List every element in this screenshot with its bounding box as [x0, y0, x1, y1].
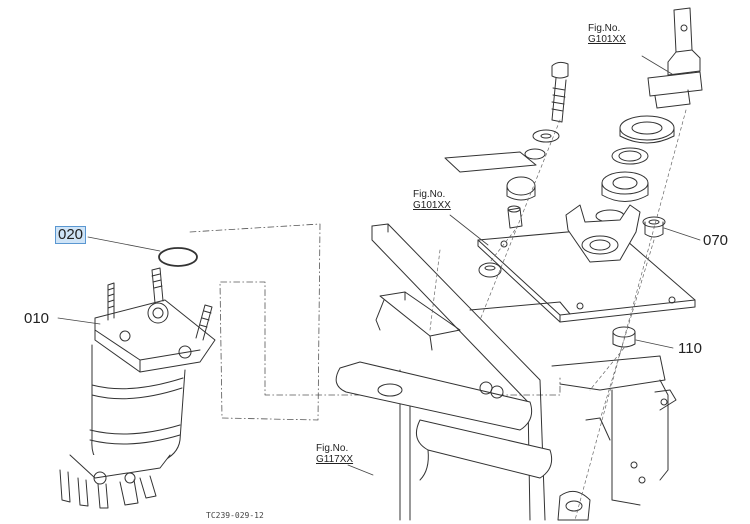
fig-ref-middle[interactable]: Fig.No. G101XX	[413, 189, 451, 211]
drawing-code: TC239-029-12	[206, 511, 264, 520]
centerlines	[429, 109, 687, 521]
o-ring-020	[158, 247, 198, 267]
collar-110	[612, 326, 636, 348]
callout-020[interactable]: 020	[55, 226, 87, 244]
bushing-070	[642, 216, 666, 238]
leader-lines	[57, 55, 701, 476]
bolt-stack	[444, 61, 569, 278]
callout-110[interactable]: 110	[678, 340, 702, 357]
mounting-plate	[477, 204, 696, 323]
fig-ref-label: Fig.No.	[588, 23, 621, 34]
fig-ref-number[interactable]: G101XX	[413, 200, 451, 211]
bearing-stack	[595, 115, 675, 223]
fig-ref-number[interactable]: G117XX	[316, 454, 354, 465]
fig-ref-bottom[interactable]: Fig.No. G117XX	[316, 443, 353, 465]
callout-070[interactable]: 070	[703, 232, 729, 249]
cylinder	[335, 361, 591, 521]
fig-ref-number[interactable]: G101XX	[588, 34, 626, 45]
fig-ref-label: Fig.No.	[413, 189, 446, 200]
shaft-assembly	[647, 7, 703, 109]
fig-ref-label: Fig.No.	[316, 443, 349, 454]
motor-010	[59, 267, 216, 509]
callout-010[interactable]: 010	[24, 310, 50, 327]
fig-ref-top-right[interactable]: Fig.No. G101XX	[588, 23, 626, 45]
